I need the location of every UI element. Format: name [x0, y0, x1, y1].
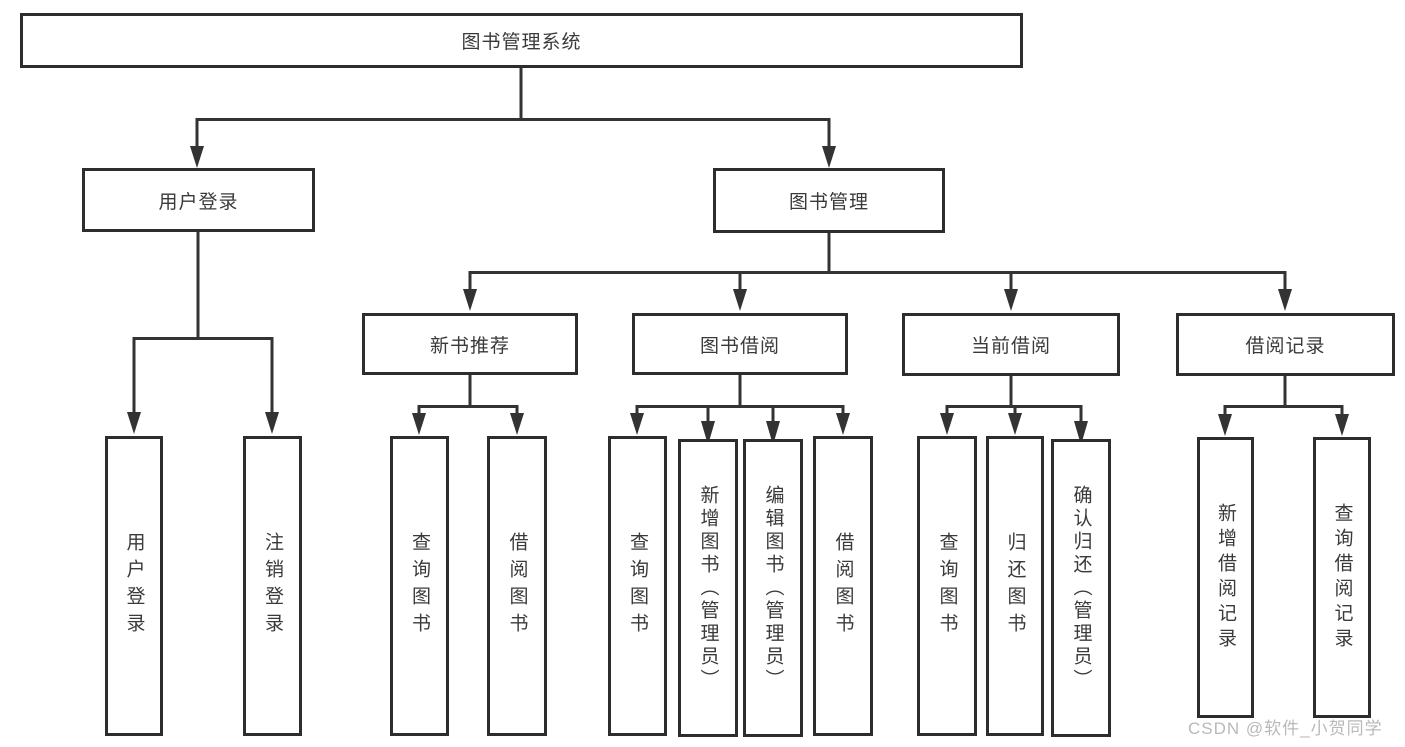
leaf-query-books-borrowing: 查询图书: [608, 436, 667, 736]
leaf-return-books: 归还图书: [986, 436, 1044, 736]
connector-arrow-user-login-head: [190, 146, 204, 168]
leaf-borrow-books-recommend: 借阅图书: [487, 436, 547, 736]
node-borrowing-records: 借阅记录: [1176, 313, 1395, 376]
leaf-logout: 注销登录: [243, 436, 302, 736]
node-new-book-recommend: 新书推荐: [362, 313, 578, 375]
connector-arrow-book-mgmt-head: [822, 146, 836, 168]
leaf-edit-book-admin: 编辑图书（管理员）: [743, 439, 803, 737]
leaf-user-login: 用户登录: [105, 436, 163, 736]
leaf-add-book-admin: 新增图书（管理员）: [678, 439, 738, 737]
node-user-login: 用户登录: [82, 168, 315, 232]
leaf-query-books-current: 查询图书: [917, 436, 977, 736]
watermark: CSDN @软件_小贺同学: [1188, 719, 1383, 738]
leaf-borrow-books-borrowing: 借阅图书: [813, 436, 873, 736]
node-book-management: 图书管理: [713, 168, 945, 233]
node-book-borrowing: 图书借阅: [632, 313, 848, 375]
leaf-confirm-return-admin: 确认归还（管理员）: [1051, 439, 1111, 737]
node-current-borrowing: 当前借阅: [902, 313, 1120, 376]
leaf-query-borrow-record: 查询借阅记录: [1313, 437, 1371, 718]
leaf-query-books-recommend: 查询图书: [390, 436, 449, 736]
node-root: 图书管理系统: [20, 13, 1023, 68]
leaf-add-borrow-record: 新增借阅记录: [1197, 437, 1254, 718]
